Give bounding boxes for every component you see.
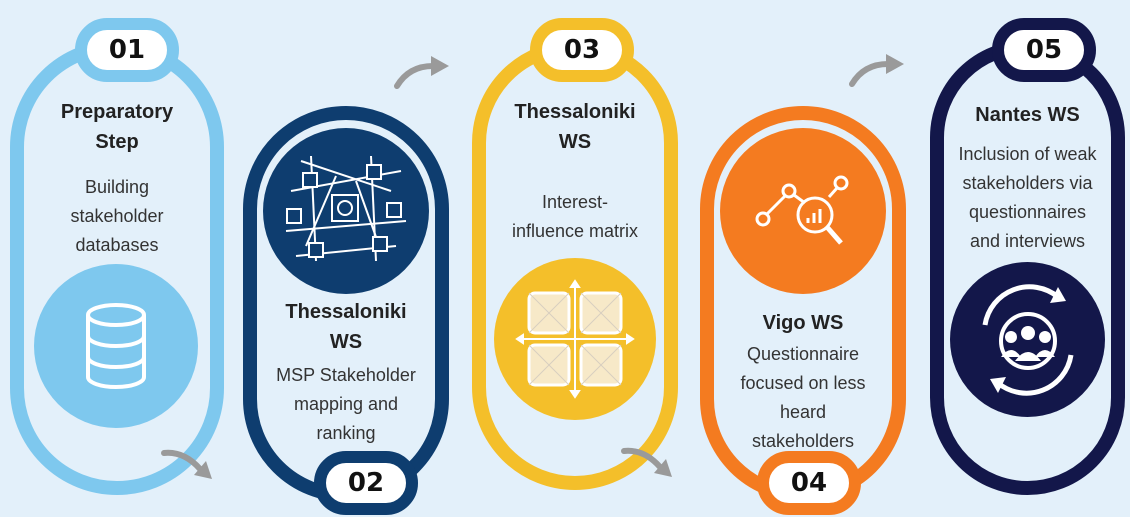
step-01-badge: 01 <box>75 18 179 82</box>
step-04-badge: 04 <box>757 451 861 515</box>
step-05-container <box>930 40 1125 495</box>
step-05-title: Nantes WS <box>975 104 1080 126</box>
step-01-icon-circle <box>34 264 198 428</box>
network-icon <box>285 155 407 262</box>
data-search-icon <box>755 175 849 245</box>
step-04-title: Vigo WS <box>762 312 844 334</box>
step-01-title: Preparatory Step <box>60 101 174 153</box>
step-05-badge: 05 <box>992 18 1096 82</box>
matrix-grid-icon <box>515 279 635 399</box>
step-03-title: Thessaloniki WS <box>514 101 636 153</box>
step-04-description: Questionnaire focused on less heard stak… <box>740 344 866 451</box>
step-02-title: Thessaloniki WS <box>285 301 407 353</box>
step-02-icon-circle <box>263 128 429 294</box>
step-04-icon-circle <box>720 128 886 294</box>
arrow-icon-4 <box>849 54 904 87</box>
step-03-icon-circle <box>494 258 656 420</box>
step-02-description: MSP Stakeholder mapping and ranking <box>276 365 416 443</box>
step-05-description: Inclusion of weak stakeholders via quest… <box>958 144 1097 251</box>
step-02-badge: 02 <box>314 451 418 515</box>
arrow-icon-2 <box>394 56 449 89</box>
database-icon <box>86 303 146 389</box>
arrow-icon-1 <box>161 449 212 479</box>
step-01-description: Building stakeholder databases <box>70 177 164 255</box>
step-03-description: Interest- influence matrix <box>511 192 639 241</box>
arrow-icon-3 <box>621 447 672 477</box>
people-cycle-icon <box>982 283 1073 396</box>
step-03-badge: 03 <box>530 18 634 82</box>
step-05-icon-circle <box>950 262 1105 417</box>
